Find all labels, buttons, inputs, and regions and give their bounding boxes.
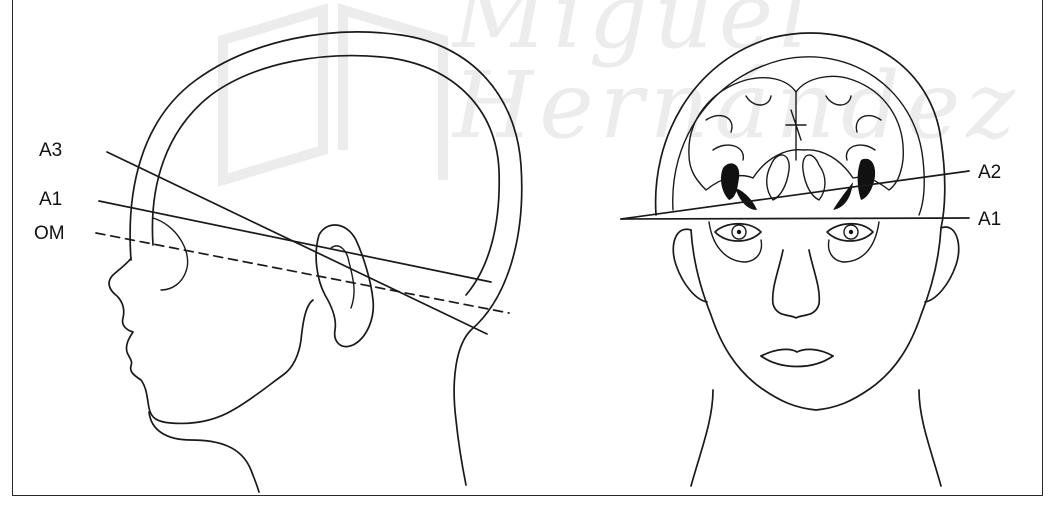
frontal-skull-inner [673,57,924,215]
lateral-skull-inner [152,56,499,295]
frontal-neck-right [919,390,941,486]
label-a1-frontal: A1 [978,209,1001,230]
lateral-orbit [153,218,188,290]
temporal-horn-left [735,188,757,210]
lateral-face-profile [109,258,313,423]
frontal-brain-gyri-left [706,96,771,160]
left-pupil [737,230,741,234]
lateral-skull-outline [130,32,522,485]
lateral-ear-inner [331,246,354,308]
frontal-head-outline [656,33,945,410]
right-orbit [829,222,879,262]
mouth-upper [761,349,833,356]
label-a2: A2 [978,162,1001,183]
lateral-ventricle-left [721,163,739,200]
line-a3-lateral [107,152,487,334]
lateral-neck [149,412,259,492]
frontal-brain-gyri-right [826,96,881,160]
mouth-lower [761,356,833,367]
frontal-head [656,33,959,486]
lateral-ventricle-right [858,159,875,200]
figure-frame: Miguel Hernández A3 A1 OM [12,0,1043,496]
nose [773,250,820,318]
temporal-horn-right [833,182,853,210]
label-a1-lateral: A1 [39,189,62,210]
right-pupil [849,230,853,234]
lateral-head [109,32,522,492]
third-ventricle [767,155,825,200]
label-om: OM [34,223,65,244]
label-a3: A3 [39,140,62,161]
left-orbit [709,222,761,262]
frontal-neck-left [691,390,713,486]
diagram-canvas: A3 A1 OM [13,0,1044,496]
line-a1-lateral [99,201,491,282]
line-a1-frontal [621,218,969,219]
